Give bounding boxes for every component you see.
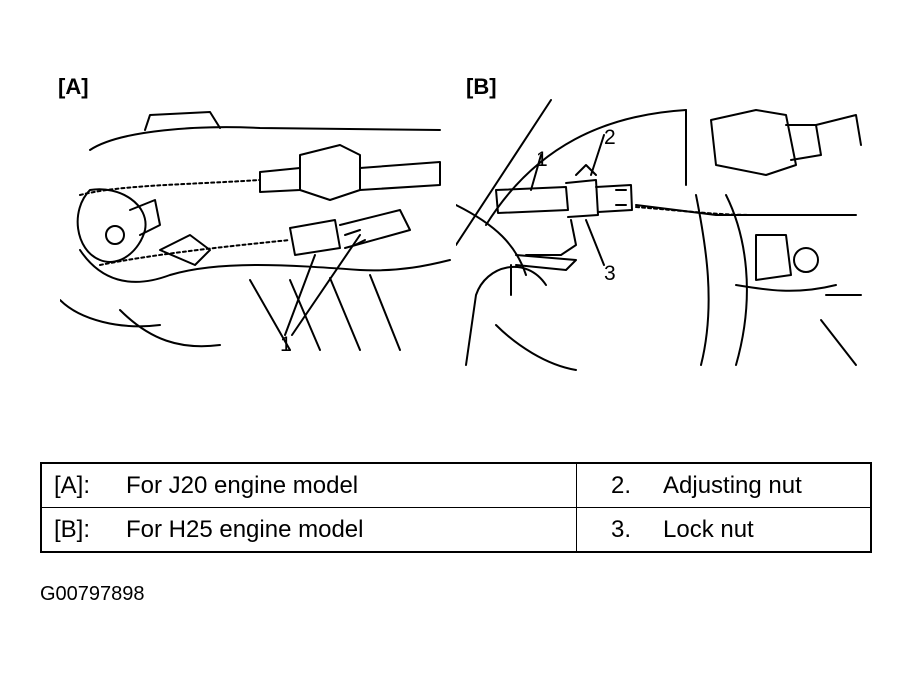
panel-b-label: [B] bbox=[466, 74, 497, 99]
leader-lines bbox=[284, 234, 361, 336]
legend-num: 3. bbox=[611, 515, 632, 543]
figure-id: G00797898 bbox=[40, 583, 145, 605]
legend-cell-left: [A]: For J20 engine model bbox=[40, 462, 577, 508]
legend-key: [B]: bbox=[54, 515, 91, 543]
panel-a-label: [A] bbox=[58, 74, 89, 99]
cable-adjuster bbox=[495, 164, 633, 256]
callout-b-3: 3 bbox=[604, 262, 616, 285]
callout-a-1: 1 bbox=[280, 333, 292, 356]
legend-row: [A]: For J20 engine model 2. Adjusting nut bbox=[40, 462, 872, 508]
legend-num: 2. bbox=[611, 471, 632, 499]
leader-lines bbox=[530, 134, 605, 266]
legend-part: Adjusting nut bbox=[663, 471, 802, 499]
engine-j20-illustration bbox=[60, 111, 451, 351]
legend-text: For H25 engine model bbox=[126, 515, 364, 543]
legend-text: For J20 engine model bbox=[126, 471, 359, 499]
callout-b-1: 1 bbox=[536, 148, 548, 171]
legend-table: [A]: For J20 engine model 2. Adjusting nut… bbox=[40, 462, 872, 553]
cable-bracket bbox=[259, 144, 441, 256]
engine-body-outline bbox=[60, 111, 451, 351]
engine-body-outline bbox=[456, 99, 862, 371]
legend-cell-right: 2. Adjusting nut bbox=[576, 462, 872, 508]
legend-key: [A]: bbox=[54, 471, 91, 499]
throttle-cable bbox=[79, 179, 291, 266]
legend-cell-left: [B]: For H25 engine model bbox=[40, 507, 577, 553]
legend-row: [B]: For H25 engine model 3. Lock nut bbox=[40, 507, 872, 553]
throttle-cable bbox=[635, 204, 857, 216]
legend-part: Lock nut bbox=[663, 515, 754, 543]
engine-h25-illustration bbox=[456, 99, 862, 371]
legend-cell-right: 3. Lock nut bbox=[576, 507, 872, 553]
callout-b-2: 2 bbox=[604, 126, 616, 149]
